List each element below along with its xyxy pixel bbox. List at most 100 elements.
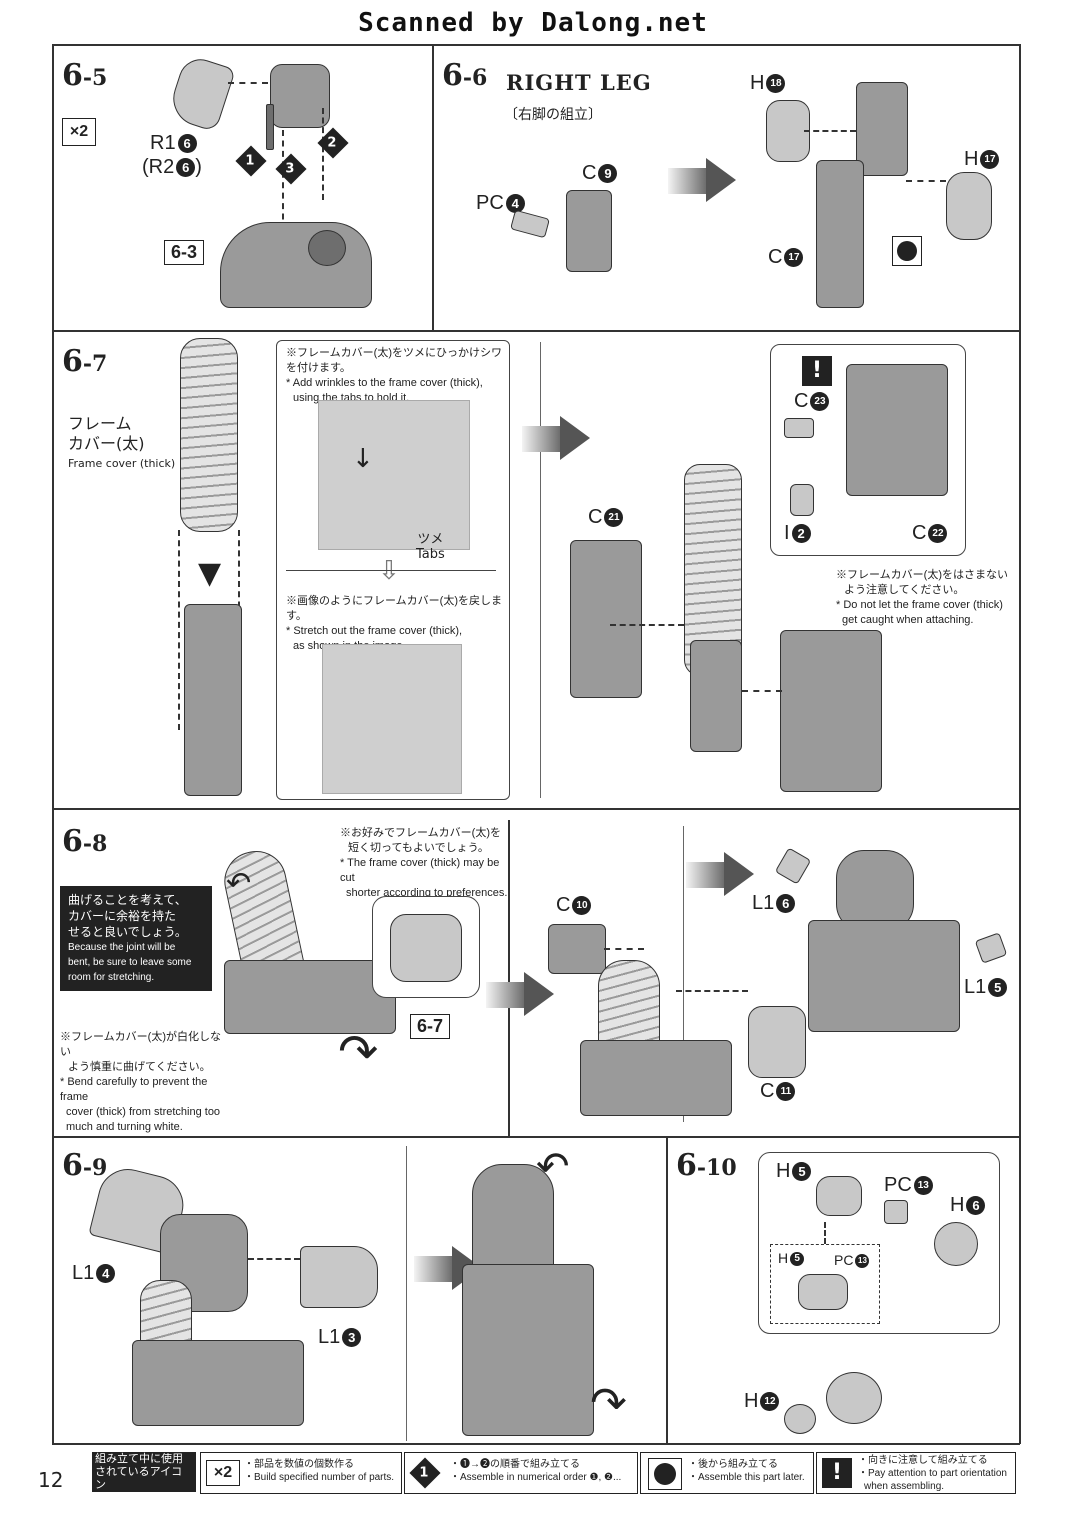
assembly-guide [804, 130, 856, 132]
step-arrow-head [706, 158, 736, 202]
pc13-part [884, 1200, 908, 1224]
row-divider-2 [52, 808, 1020, 810]
right-border [1019, 44, 1021, 1444]
warning-icon: ! [802, 356, 832, 386]
down-arrow-icon: ⇩ [378, 556, 400, 586]
h5-part [816, 1176, 862, 1216]
rotate-arrow-icon: ↶ [536, 1144, 570, 1190]
step-label-6-5: 6-5 [62, 58, 108, 93]
wrinkle-note: ※フレームカバー(太)をツメにひっかけシワを付けます。 * Add wrinkl… [286, 347, 502, 404]
leg-frame-part [184, 604, 242, 796]
assembly-guide [742, 690, 782, 692]
foot-base-part [220, 222, 372, 308]
step-arrow-head [724, 852, 754, 896]
reference-step-box: 6-7 [410, 1014, 451, 1039]
step-label-6-7: 6-7 [62, 344, 108, 379]
top-border [52, 44, 1020, 46]
step-arrow [486, 982, 526, 1008]
inner-divider [286, 570, 496, 571]
stretch-warning-box: 曲げることを考えて、 カバーに余裕を持た せると良いでしょう。 Because … [60, 886, 212, 991]
step-arrow-head [560, 416, 590, 460]
legend-cell-order [404, 1452, 638, 1494]
c10-part [548, 924, 606, 974]
order-1-icon: 1 [235, 145, 267, 177]
joint-pin-part [266, 104, 274, 150]
knee-joint-part [856, 82, 908, 176]
assembly-guide [906, 180, 946, 182]
frame-cover-part [180, 338, 238, 532]
step-label-6-9: 6-9 [62, 1148, 108, 1183]
l15-part [974, 932, 1008, 964]
armor-plate-part [166, 53, 236, 133]
completed-leg-part [462, 1264, 594, 1436]
leg-frame-part [566, 190, 612, 272]
assembly-guide [178, 530, 180, 730]
wrinkle-photo [318, 400, 470, 550]
rotate-arrow-icon: ↷ [590, 1378, 627, 1429]
assemble-later-icon [892, 236, 922, 266]
legend-text-later: ・後から組み立てる・Assemble this part later. [688, 1459, 805, 1483]
shin-armor-part [780, 630, 882, 792]
c11-part [748, 1006, 806, 1078]
knee-cap-part [472, 1164, 554, 1276]
assembly-guide [676, 990, 748, 992]
left-border [52, 44, 54, 1444]
cut-cover-detail [390, 914, 462, 982]
legend-text-multiply: ・部品を数値の個数作る・Build specified number of pa… [244, 1459, 395, 1483]
sub-divider-6-8 [683, 826, 684, 1122]
assembled-joint-part [798, 1274, 848, 1310]
row-divider-1 [52, 330, 1020, 332]
legend-cell-multiply [200, 1452, 402, 1494]
assemble-later-icon [648, 1458, 682, 1490]
h6-part [934, 1222, 978, 1266]
h12-joint-part [826, 1372, 882, 1424]
knee-assembly-part [808, 920, 960, 1032]
foot-socket-part [308, 230, 346, 266]
legend-title: 組み立て中に使用 されているアイコン Symbols used in instr… [92, 1452, 196, 1516]
warning-icon: ! [822, 1458, 852, 1488]
frame-cover-label: フレーム カバー(太) Frame cover (thick) [68, 414, 176, 470]
bend-carefully-note: ※フレームカバー(太)が白化しない よう慎重に曲げてください。 * Bend c… [60, 1031, 221, 1133]
sub-divider-6-9 [406, 1146, 407, 1441]
assembly-guide [248, 1258, 300, 1260]
leg-frame-part [690, 640, 742, 752]
step-label-6-10: 6-10 [676, 1148, 737, 1183]
section-title: RIGHT LEG [506, 70, 652, 95]
no-catch-note: ※フレームカバー(太)をはさまない よう注意してください。 * Do not l… [836, 569, 1008, 626]
col-divider-6-8 [508, 820, 510, 1136]
assembly-guide [604, 948, 644, 950]
ankle-joint-part [270, 64, 330, 128]
col-divider-6-5 [432, 44, 434, 330]
thigh-side-part [570, 540, 642, 698]
step-arrow-head [524, 972, 554, 1016]
knee-assembly-part [580, 1040, 732, 1116]
step-arrow [522, 426, 562, 452]
row-divider-3 [52, 1136, 1020, 1138]
small-joint-part [784, 418, 814, 438]
down-arrow-icon: ↓ [352, 444, 374, 474]
section-title-jp: 〔右脚の組立〕 [504, 107, 602, 123]
assembly-guide [610, 624, 684, 626]
rotate-arrow-icon: ↶ [226, 866, 252, 901]
knee-side-part [946, 172, 992, 240]
assembly-guide [322, 108, 324, 200]
